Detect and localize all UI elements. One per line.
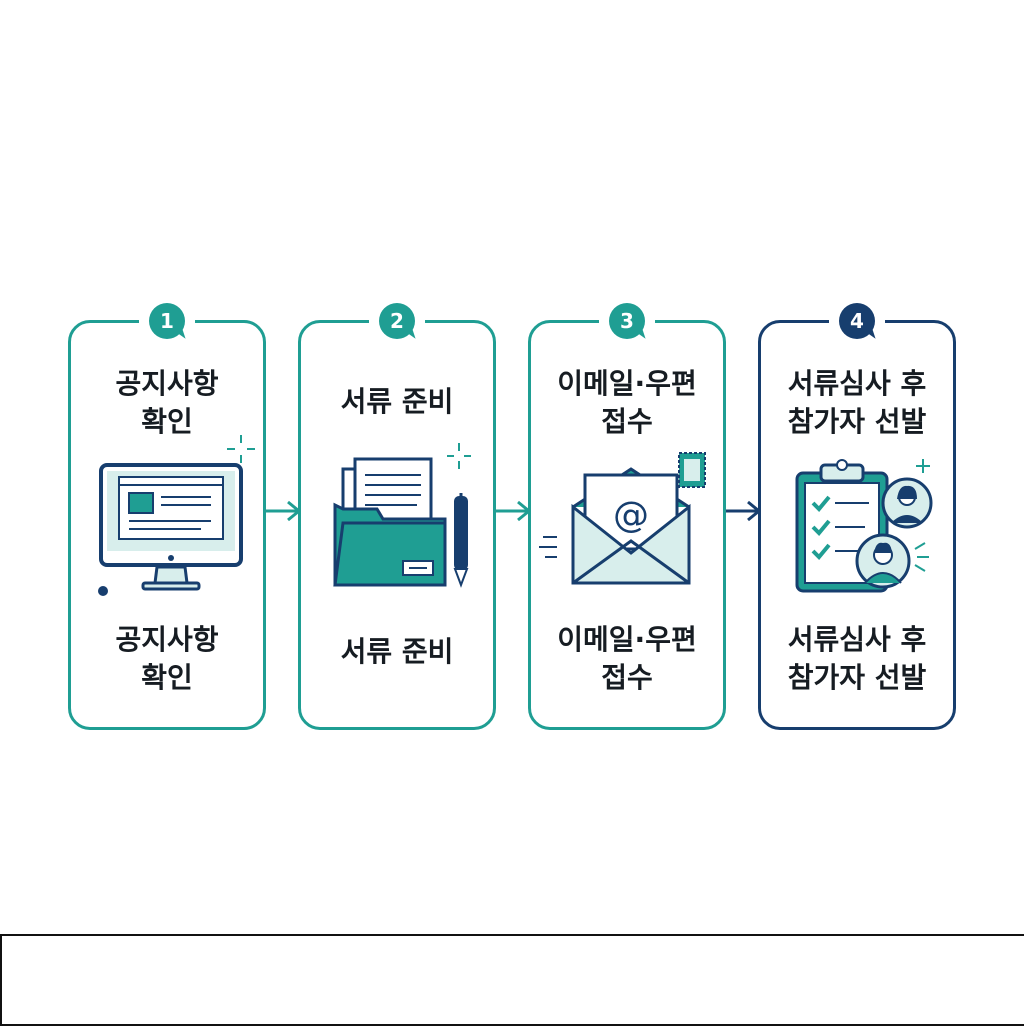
sparkle-icon xyxy=(447,443,471,469)
step-number-badge-1: 1 xyxy=(149,303,185,339)
clipboard-candidates-icon xyxy=(781,453,939,603)
step-card-1: 1 공지사항 확인 공지사항 확인 xyxy=(68,301,266,730)
stamp-icon xyxy=(678,452,706,488)
step-number-badge-2: 2 xyxy=(379,303,415,339)
step-badge-wrap-2: 2 xyxy=(369,301,425,341)
sparkle-icon xyxy=(916,459,930,473)
step-card-4: 4 서류심사 후 참가자 선발 xyxy=(758,301,956,730)
at-sign-icon: @ xyxy=(613,495,649,536)
person-icon-1 xyxy=(881,477,933,529)
sparkle-icon xyxy=(227,435,255,463)
step-number-badge-4: 4 xyxy=(839,303,875,339)
person-icon-2 xyxy=(855,533,911,589)
step-title-4: 서류심사 후 참가자 선발 xyxy=(787,367,927,438)
pen-icon xyxy=(453,493,469,588)
step-badge-wrap-3: 3 xyxy=(599,301,655,341)
step-caption-3: 이메일·우편 접수 xyxy=(557,623,697,694)
step-title-3: 이메일·우편 접수 xyxy=(557,367,697,438)
step-card-3: 3 이메일·우편 접수 @ 이메일·우편 접수 xyxy=(528,301,726,730)
step-card-2: 2 서류 준비 서류 준비 xyxy=(298,301,496,730)
monitor-icon xyxy=(91,435,255,603)
footer-box xyxy=(0,934,1024,1026)
email-envelope-icon: @ xyxy=(539,452,709,603)
step-caption-1: 공지사항 확인 xyxy=(115,623,219,694)
step-badge-wrap-4: 4 xyxy=(829,301,885,341)
step-number-badge-3: 3 xyxy=(609,303,645,339)
step-caption-2: 서류 준비 xyxy=(340,635,454,668)
step-caption-4: 서류심사 후 참가자 선발 xyxy=(787,623,927,694)
folder-documents-icon xyxy=(321,443,479,603)
speed-lines-icon xyxy=(539,536,557,558)
step-title-1: 공지사항 확인 xyxy=(115,367,219,438)
step-title-2: 서류 준비 xyxy=(340,385,454,418)
sparkle-icon xyxy=(914,542,929,572)
step-badge-wrap-1: 1 xyxy=(139,301,195,341)
